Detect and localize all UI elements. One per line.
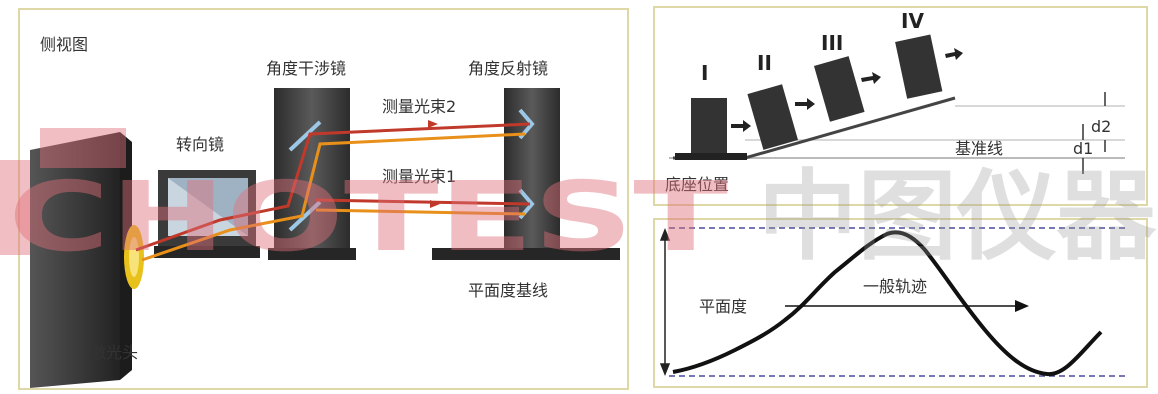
measurement-beams xyxy=(135,120,531,262)
position-IV: IV xyxy=(901,9,924,33)
angular-reflector xyxy=(432,88,620,260)
unit-IV xyxy=(895,34,943,99)
base-position-panel: I II III IV d2 d1 基准线 底座位置 xyxy=(653,6,1148,206)
unit-I xyxy=(675,98,747,160)
side-view-panel: 侧视图 激光头 转向镜 角度干涉镜 xyxy=(18,8,629,390)
baseline-label: 平面度基线 xyxy=(468,281,548,300)
trajectory-curve xyxy=(672,230,1103,377)
angular-interferometer xyxy=(268,88,356,260)
turning-mirror xyxy=(154,170,260,258)
base-position-diagram: I II III IV d2 d1 基准线 底座位置 xyxy=(665,9,1125,194)
turning-mirror-label: 转向镜 xyxy=(176,135,224,154)
laser-head-label: 激光头 xyxy=(90,343,138,362)
dimension-markers xyxy=(1082,92,1106,174)
position-III: III xyxy=(821,31,843,55)
flatness-panel: 平面度 一般轨迹 xyxy=(653,218,1148,388)
motion-arrows xyxy=(731,48,963,132)
reflector-label: 角度反射镜 xyxy=(468,59,548,78)
unit-II xyxy=(747,84,799,150)
d2-label: d2 xyxy=(1091,117,1111,136)
flatness-label: 平面度 xyxy=(699,297,747,316)
flatness-dimension xyxy=(659,227,671,377)
reference-line-label: 基准线 xyxy=(955,139,1003,158)
side-view-diagram: 侧视图 激光头 转向镜 角度干涉镜 xyxy=(30,35,620,388)
beam2-label: 测量光束2 xyxy=(382,97,456,116)
flatness-diagram: 平面度 一般轨迹 xyxy=(659,227,1125,377)
position-II: II xyxy=(757,51,772,75)
d1-label: d1 xyxy=(1073,139,1093,158)
laser-head xyxy=(30,132,144,388)
trajectory-label: 一般轨迹 xyxy=(863,277,927,296)
position-I: I xyxy=(701,61,708,85)
unit-III xyxy=(813,56,865,122)
beam1-label: 测量光束1 xyxy=(382,167,456,186)
interferometer-label: 角度干涉镜 xyxy=(266,59,346,78)
base-position-label: 底座位置 xyxy=(665,175,729,194)
view-title: 侧视图 xyxy=(40,35,88,54)
trajectory-arrow xyxy=(785,300,1029,312)
